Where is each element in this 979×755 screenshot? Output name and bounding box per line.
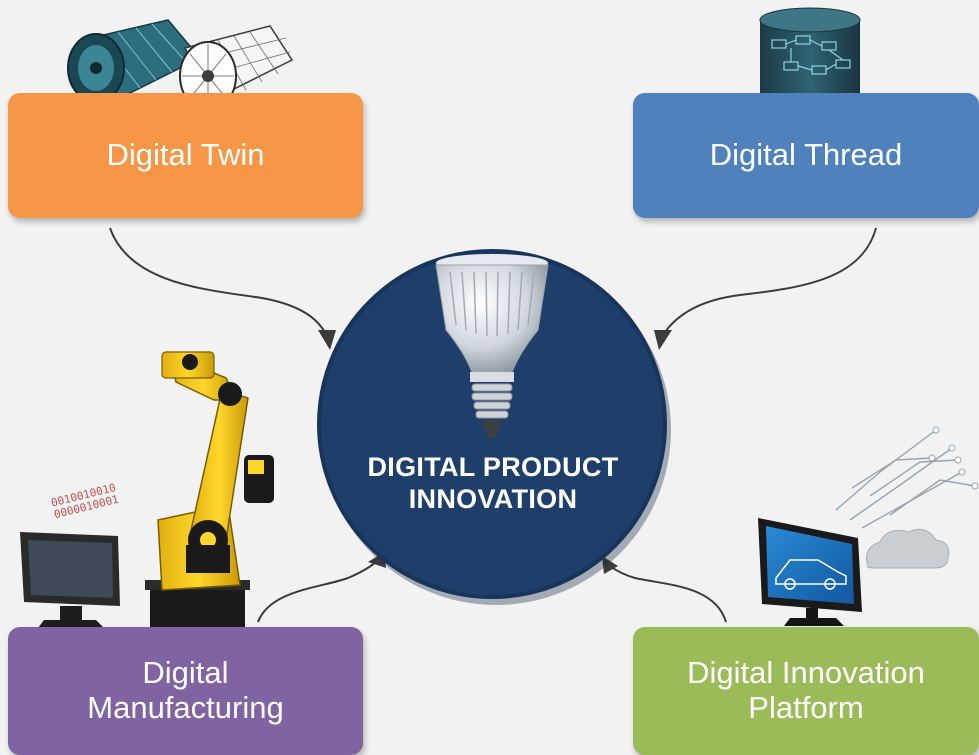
- center-title: DIGITAL PRODUCT INNOVATION: [330, 452, 656, 516]
- robot-arm-icon: [145, 351, 274, 627]
- desktop-monitor-icon: [20, 532, 120, 628]
- light-bulb-icon: [435, 254, 549, 438]
- digital-twin-box: Digital Twin: [8, 93, 363, 218]
- arrow-thread-to-center: [662, 227, 877, 336]
- connector-arrows: [109, 227, 877, 623]
- digital-innovation-platform-label-line-2: Platform: [748, 690, 864, 725]
- arrow-mfg-to-center: [257, 559, 379, 623]
- arrowhead-thread: [654, 330, 672, 350]
- digital-manufacturing-label-line-2: Manufacturing: [87, 690, 284, 725]
- center-title-line-1: DIGITAL PRODUCT: [367, 452, 619, 482]
- monitor-car-icon: [758, 518, 862, 626]
- digital-innovation-platform-label-line-1: Digital Innovation: [687, 655, 925, 691]
- digital-manufacturing-label-line-1: Digital: [142, 655, 229, 691]
- center-title-line-2: INNOVATION: [408, 483, 578, 514]
- cloud-network-icon: [835, 426, 979, 569]
- jet-engine-icon: [67, 19, 294, 111]
- database-cylinder-icon: [759, 7, 861, 93]
- digital-twin-label: Digital Twin: [106, 137, 265, 173]
- digital-thread-label: Digital Thread: [709, 137, 903, 173]
- digital-innovation-platform-box: Digital Innovation Platform: [633, 627, 979, 755]
- arrow-twin-to-center: [109, 227, 328, 337]
- arrow-platform-to-center: [609, 565, 727, 623]
- digital-thread-box: Digital Thread: [633, 93, 979, 218]
- arrow-heads: [318, 330, 672, 574]
- arrowhead-platform: [602, 556, 618, 574]
- digital-manufacturing-box: Digital Manufacturing: [8, 627, 363, 755]
- arrowhead-twin: [318, 330, 336, 350]
